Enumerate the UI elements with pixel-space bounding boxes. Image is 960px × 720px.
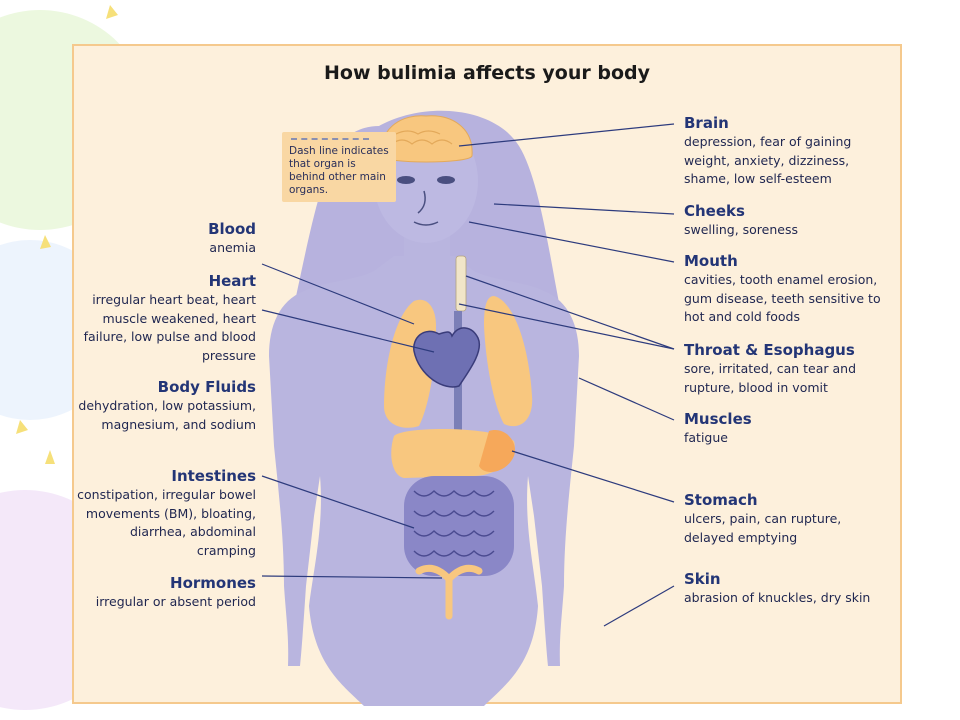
dashed-line-note: Dash line indicates that organ is behind… bbox=[282, 132, 396, 202]
brain-organ bbox=[381, 115, 473, 163]
label-cheeks: Cheeks swelling, soreness bbox=[684, 202, 894, 240]
label-skin-desc: abrasion of knuckles, dry skin bbox=[684, 590, 871, 605]
label-intestines-desc: constipation, irregular bowel movements … bbox=[77, 487, 256, 558]
label-cheeks-desc: swelling, soreness bbox=[684, 222, 799, 237]
label-brain: Brain depression, fear of gaining weight… bbox=[684, 114, 894, 189]
label-throat: Throat & Esophagus sore, irritated, can … bbox=[684, 341, 894, 397]
label-intestines-title: Intestines bbox=[171, 467, 256, 485]
label-fluids-title: Body Fluids bbox=[157, 378, 256, 396]
heart-organ bbox=[413, 327, 481, 388]
throat-leader-line-b bbox=[458, 303, 675, 350]
label-fluids: Body Fluids dehydration, low potassium, … bbox=[76, 378, 256, 434]
skin-leader-line bbox=[603, 585, 675, 627]
lung-right bbox=[484, 296, 533, 427]
trachea bbox=[455, 255, 467, 312]
muscles-leader-line bbox=[578, 377, 675, 421]
intestines-organ bbox=[404, 476, 514, 576]
throat-leader-line-a bbox=[465, 275, 675, 350]
label-hormones: Hormones irregular or absent period bbox=[76, 574, 256, 612]
label-throat-desc: sore, irritated, can tear and rupture, b… bbox=[684, 361, 857, 395]
label-cheeks-title: Cheeks bbox=[684, 202, 745, 220]
blood-leader-line bbox=[261, 263, 415, 325]
label-hormones-desc: irregular or absent period bbox=[95, 594, 256, 609]
label-mouth-title: Mouth bbox=[684, 252, 738, 270]
lung-left bbox=[384, 299, 436, 428]
label-hormones-title: Hormones bbox=[170, 574, 256, 592]
label-skin-title: Skin bbox=[684, 570, 721, 588]
label-blood-desc: anemia bbox=[209, 240, 256, 255]
cheeks-leader-line bbox=[493, 203, 675, 215]
label-heart-title: Heart bbox=[208, 272, 256, 290]
uterus-organ bbox=[415, 564, 483, 620]
label-blood: Blood anemia bbox=[76, 220, 256, 258]
label-muscles-desc: fatigue bbox=[684, 430, 728, 445]
label-muscles-title: Muscles bbox=[684, 410, 752, 428]
note-text: Dash line indicates that organ is behind… bbox=[289, 145, 389, 196]
label-heart-desc: irregular heart beat, heart muscle weake… bbox=[83, 292, 256, 363]
label-mouth-desc: cavities, tooth enamel erosion, gum dise… bbox=[684, 272, 881, 324]
brain-leader-line bbox=[458, 123, 675, 147]
label-stomach-desc: ulcers, pain, can rupture, delayed empty… bbox=[684, 511, 842, 545]
label-skin: Skin abrasion of knuckles, dry skin bbox=[684, 570, 894, 608]
label-mouth: Mouth cavities, tooth enamel erosion, gu… bbox=[684, 252, 894, 327]
dash-sample bbox=[291, 138, 369, 140]
infographic-panel: How bulimia affects your body bbox=[72, 44, 902, 706]
label-fluids-desc: dehydration, low potassium, magnesium, a… bbox=[78, 398, 256, 432]
label-blood-title: Blood bbox=[208, 220, 256, 238]
stomach-organ bbox=[479, 430, 515, 472]
heart-leader-line bbox=[261, 309, 435, 353]
label-stomach: Stomach ulcers, pain, can rupture, delay… bbox=[684, 491, 894, 547]
label-heart: Heart irregular heart beat, heart muscle… bbox=[76, 272, 256, 365]
label-intestines: Intestines constipation, irregular bowel… bbox=[76, 467, 256, 560]
page-title: How bulimia affects your body bbox=[324, 62, 650, 84]
label-brain-title: Brain bbox=[684, 114, 729, 132]
stomach-leader-line bbox=[511, 450, 675, 503]
label-brain-desc: depression, fear of gaining weight, anxi… bbox=[684, 134, 852, 186]
label-muscles: Muscles fatigue bbox=[684, 410, 894, 448]
label-throat-title: Throat & Esophagus bbox=[684, 341, 855, 359]
label-stomach-title: Stomach bbox=[684, 491, 758, 509]
hormones-leader-line bbox=[261, 575, 443, 579]
intestines-leader-line bbox=[261, 475, 415, 529]
mouth-leader-line bbox=[468, 221, 675, 263]
